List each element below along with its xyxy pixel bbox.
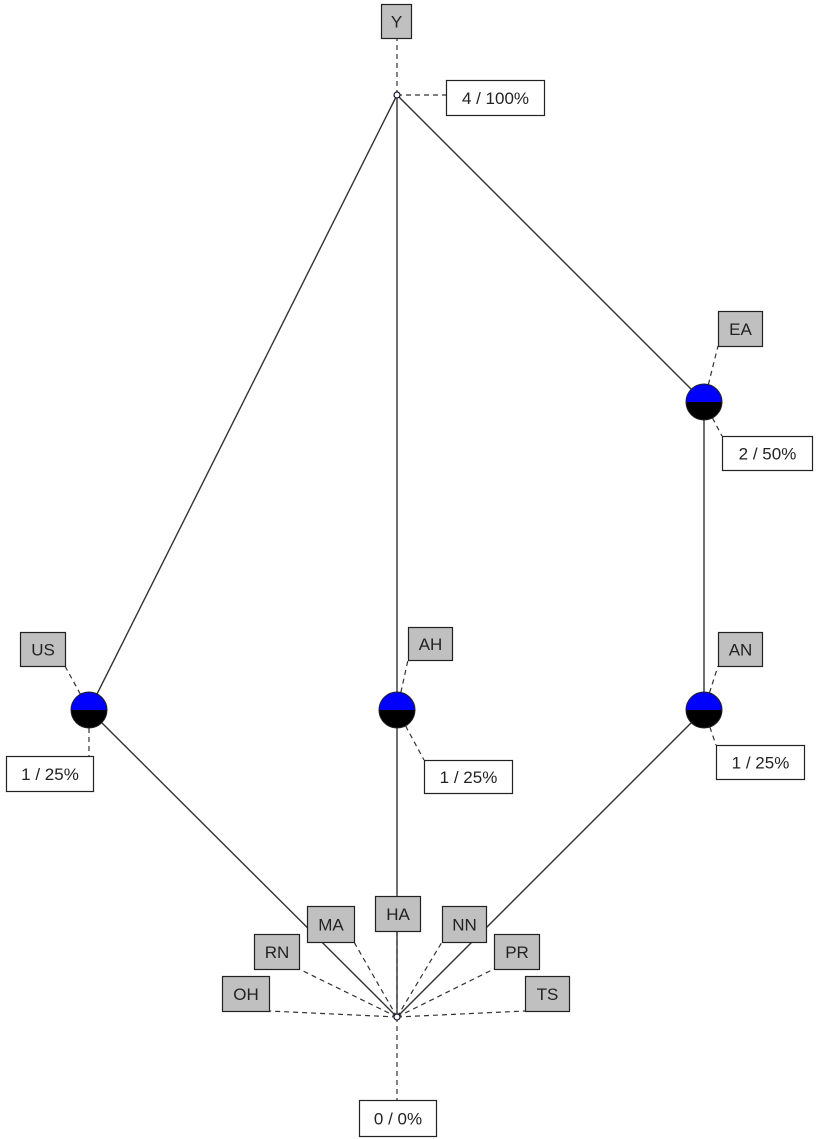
attribute-label-ma-text: MA	[318, 916, 344, 935]
attribute-connector	[396, 1010, 526, 1018]
attribute-label-an-box	[717, 631, 764, 668]
extent-label-an-box	[715, 744, 806, 781]
attribute-label-ha-text: HA	[386, 905, 410, 924]
node-upper-half	[379, 692, 415, 710]
attribute-label-us-box	[19, 631, 67, 668]
extent-label-ah[interactable]: 1 / 25%	[423, 759, 514, 795]
attribute-label-us[interactable]: US	[19, 631, 67, 668]
attribute-label-y-box	[380, 3, 413, 40]
lattice-node-ah[interactable]	[378, 691, 416, 729]
lattice-node-ea[interactable]	[685, 383, 723, 421]
lattice-node-bottom[interactable]	[393, 1013, 401, 1021]
attribute-label-ma-box	[306, 905, 356, 944]
extent-label-top-box	[445, 79, 546, 117]
node-outline	[685, 691, 723, 729]
extent-label-top-text: 4 / 100%	[462, 89, 529, 108]
lattice-node-top[interactable]	[393, 91, 401, 99]
node-outline	[378, 691, 416, 729]
extent-label-bottom-text: 0 / 0%	[374, 1110, 422, 1129]
extent-label-ea-text: 2 / 50%	[739, 445, 797, 464]
attribute-label-ea-box	[717, 310, 764, 348]
lattice-node-us[interactable]	[70, 691, 108, 729]
extent-label-ah-text: 1 / 25%	[440, 768, 498, 787]
attribute-label-ea-text: EA	[729, 320, 752, 339]
attribute-label-pr[interactable]: PR	[493, 933, 541, 971]
attribute-label-oh-box	[221, 975, 271, 1013]
attribute-label-pr-box	[493, 933, 541, 971]
attribute-connector	[396, 968, 495, 1018]
node-lower-half	[686, 710, 722, 728]
node-lower-half	[71, 710, 107, 728]
node-upper-half	[686, 692, 722, 710]
attribute-label-rn-box	[253, 933, 301, 971]
attribute-label-rn-text: RN	[265, 943, 290, 962]
node-outline	[70, 691, 108, 729]
attribute-label-ah-box	[407, 626, 454, 662]
node-point	[393, 1013, 401, 1021]
extent-label-us-box	[5, 755, 95, 793]
attribute-connector	[396, 941, 443, 1018]
extent-label-us[interactable]: 1 / 25%	[5, 755, 95, 793]
extent-label-bottom-box	[358, 1099, 438, 1138]
node-lower-half	[379, 710, 415, 728]
lattice-edge	[396, 709, 705, 1018]
attribute-connector	[268, 1010, 398, 1018]
attribute-label-ma[interactable]: MA	[306, 905, 356, 944]
extent-label-us-text: 1 / 25%	[21, 765, 79, 784]
attribute-label-ha-box	[374, 895, 422, 933]
attribute-connector	[298, 968, 398, 1018]
attribute-label-y-text: Y	[391, 13, 402, 32]
lattice-edge	[396, 94, 705, 403]
lattice-node-an[interactable]	[685, 691, 723, 729]
attribute-label-oh[interactable]: OH	[221, 975, 271, 1013]
attribute-label-rn[interactable]: RN	[253, 933, 301, 971]
attribute-label-ah[interactable]: AH	[407, 626, 454, 662]
extent-connector	[703, 401, 723, 437]
attribute-label-nn-text: NN	[452, 916, 477, 935]
extent-label-ah-box	[423, 759, 514, 795]
node-lower-half	[686, 402, 722, 420]
lattice-edge	[88, 709, 398, 1018]
attribute-label-ts[interactable]: TS	[524, 975, 571, 1013]
node-upper-half	[71, 692, 107, 710]
attribute-label-nn-box	[441, 905, 488, 944]
attribute-label-ea[interactable]: EA	[717, 310, 764, 348]
extent-label-an-text: 1 / 25%	[732, 754, 790, 773]
attribute-label-y[interactable]: Y	[380, 3, 413, 40]
lattice-edge	[88, 94, 398, 711]
attribute-connector	[353, 941, 398, 1018]
attribute-label-us-text: US	[31, 641, 55, 660]
extent-label-bottom[interactable]: 0 / 0%	[358, 1099, 438, 1138]
attribute-connector	[703, 665, 719, 711]
node-point	[393, 91, 401, 99]
attribute-label-ha[interactable]: HA	[374, 895, 422, 933]
attribute-label-nn[interactable]: NN	[441, 905, 488, 944]
node-upper-half	[686, 384, 722, 402]
extent-label-ea[interactable]: 2 / 50%	[721, 435, 814, 472]
extent-label-an[interactable]: 1 / 25%	[715, 744, 806, 781]
attribute-label-ah-text: AH	[419, 635, 443, 654]
node-outline	[685, 383, 723, 421]
extent-label-ea-box	[721, 435, 814, 472]
attribute-label-ts-text: TS	[537, 985, 559, 1004]
extent-label-top[interactable]: 4 / 100%	[445, 79, 546, 117]
attribute-label-pr-text: PR	[505, 943, 529, 962]
attribute-label-an[interactable]: AN	[717, 631, 764, 668]
attribute-label-oh-text: OH	[233, 985, 259, 1004]
attribute-label-an-text: AN	[729, 641, 753, 660]
attribute-label-ts-box	[524, 975, 571, 1013]
